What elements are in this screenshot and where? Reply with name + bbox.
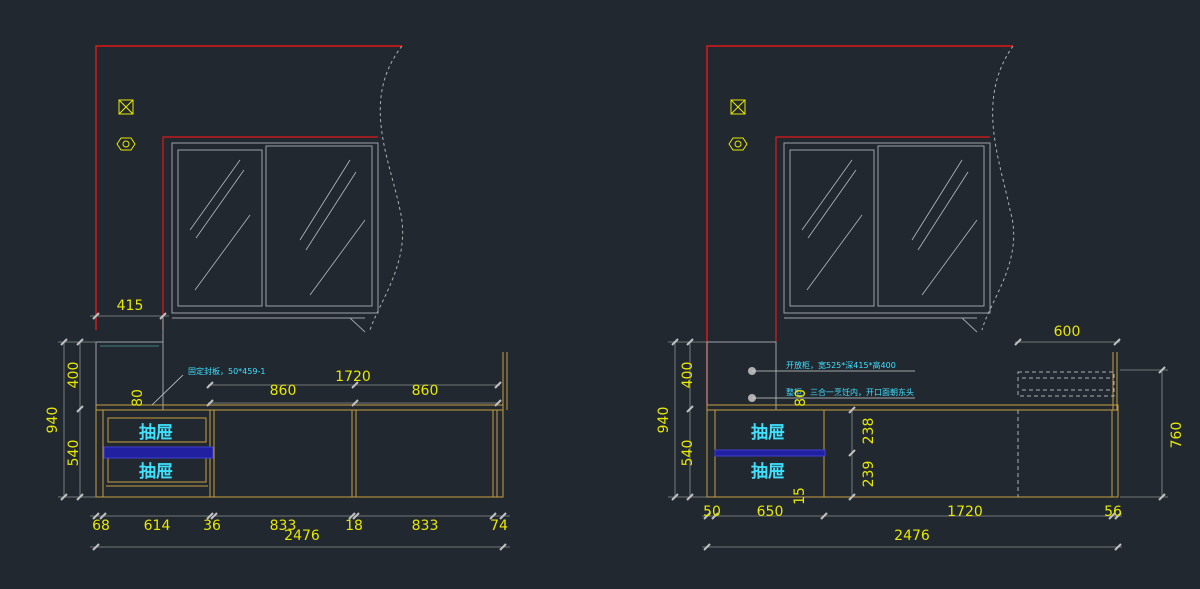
- left-dim-h-lower: 540: [66, 440, 82, 467]
- left-window-pane-1: [177, 149, 263, 307]
- left-dim-bottom-2: 614: [144, 518, 171, 534]
- right-wall-inner: [775, 136, 990, 342]
- left-dim-total: 2476: [284, 528, 320, 544]
- right-dim-total: 2476: [894, 528, 930, 544]
- right-dim-h-lower: 540: [680, 440, 696, 467]
- left-dimension-lines: [58, 315, 510, 548]
- right-open-box: [706, 341, 777, 411]
- right-drawer-label-2: 抽屉: [751, 461, 785, 482]
- right-dim-drawer-a: 238: [861, 418, 877, 445]
- right-dim-h-upper: 400: [680, 362, 696, 389]
- right-dimension-lines: [668, 341, 1168, 548]
- right-window-pane-2: [877, 145, 985, 307]
- socket-icon: [116, 137, 136, 151]
- right-window-frame: [783, 142, 991, 314]
- right-dim-bottom-2: 650: [757, 504, 784, 520]
- right-wall-break: [981, 45, 1015, 331]
- left-note: 固定封板，50*459-1: [188, 366, 265, 376]
- left-dim-span-a: 860: [270, 383, 297, 399]
- switch-icon: [730, 99, 746, 115]
- right-note-2: 整柜，三合一烹饪内，开口面朝东头: [786, 387, 914, 397]
- right-glass-reflection: [801, 159, 978, 296]
- right-dimension-ticks: [671, 338, 1166, 551]
- right-wall-outline: [706, 45, 1013, 405]
- right-dim-gap: 80: [793, 389, 809, 407]
- left-dim-top-width: 415: [117, 298, 144, 314]
- right-drawer-handle: [714, 449, 826, 457]
- left-dim-h-upper: 400: [66, 362, 82, 389]
- left-drawer-label-1: 抽屉: [139, 422, 173, 443]
- left-dim-bottom-6: 833: [412, 518, 439, 534]
- right-sill-edge: [961, 317, 978, 333]
- right-dim-bottom-1: 50: [703, 504, 721, 520]
- right-window-pane-1: [789, 149, 875, 307]
- right-dim-bottom-3: 1720: [947, 504, 983, 520]
- left-dimension-ticks: [60, 312, 507, 551]
- left-wall-break: [369, 45, 404, 331]
- left-dim-h-total: 940: [45, 407, 61, 434]
- left-dim-bottom-4: 833: [270, 518, 297, 534]
- left-drawer-label-2: 抽屉: [139, 461, 173, 482]
- left-wall-outline: [95, 45, 402, 330]
- right-drawer-label-1: 抽屉: [751, 422, 785, 443]
- left-dim-bottom-1: 68: [92, 518, 110, 534]
- left-dim-bottom-3: 36: [203, 518, 221, 534]
- left-drawer-handle: [103, 446, 214, 459]
- left-window-frame: [171, 142, 379, 314]
- right-dim-h-total: 940: [656, 407, 672, 434]
- left-dim-gap: 80: [130, 389, 146, 407]
- right-dim-drawer-b: 239: [861, 461, 877, 488]
- left-glass-reflection: [189, 159, 366, 296]
- socket-icon: [728, 137, 748, 151]
- left-dim-bottom-7: 74: [490, 518, 508, 534]
- left-window-pane-2: [265, 145, 373, 307]
- right-dashed-hood: [1017, 371, 1115, 397]
- left-dim-bottom-5: 18: [345, 518, 363, 534]
- left-dim-span-b: 860: [412, 383, 439, 399]
- right-note-1: 开放柜，宽525*深415*高400: [786, 360, 896, 370]
- right-dim-top-width: 600: [1054, 324, 1081, 340]
- switch-icon: [118, 99, 134, 115]
- left-elevation: 抽屉 抽屉 固定封板，50*459-1 415: [45, 45, 510, 551]
- left-sill-edge: [349, 317, 366, 333]
- right-dim-small: 15: [792, 487, 808, 505]
- left-dim-span: 1720: [335, 369, 371, 385]
- right-dim-h-side: 760: [1169, 422, 1185, 449]
- right-dim-bottom-4: 56: [1104, 504, 1122, 520]
- left-wall-inner: [162, 136, 378, 330]
- right-elevation: 抽屉 抽屉 开放柜，宽525*深415*高400 整柜，三合一烹饪内，开口面朝东…: [656, 45, 1185, 551]
